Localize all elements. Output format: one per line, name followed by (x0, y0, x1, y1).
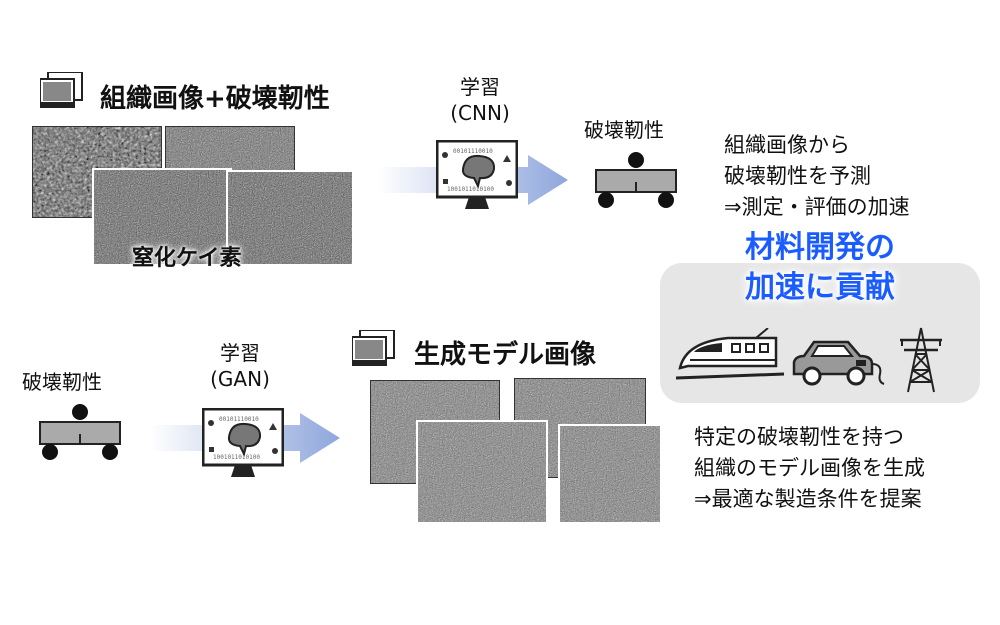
callout-line1: 材料開発の (745, 230, 895, 265)
computer-brain-icon (202, 408, 284, 479)
toughness-test-icon (595, 152, 677, 209)
bottom-input-label: 破壊靭性 (22, 370, 102, 394)
top-desc-line1: 組織画像から (724, 133, 850, 157)
bottom-heading: 生成モデル画像 (414, 340, 597, 370)
train-icon (676, 328, 785, 380)
top-description: 組織画像から 破壊靭性を予測 ⇒測定・評価の加速 (724, 130, 910, 223)
cnn-learn-label: 学習 (CNN) (440, 74, 520, 126)
callout-line2: 加速に貢献 (745, 270, 895, 305)
car-icon (792, 340, 885, 386)
gan-learn-label: 学習 (GAN) (200, 340, 280, 392)
power-tower-icon (900, 327, 942, 393)
bottom-desc-line3: ⇒最適な製造条件を提案 (694, 487, 922, 511)
top-desc-line2: 破壊靭性を予測 (724, 164, 871, 188)
computer-brain-icon (436, 140, 518, 211)
bottom-description: 特定の破壊靭性を持つ 組織のモデル画像を生成 ⇒最適な製造条件を提案 (694, 422, 925, 515)
callout-title: 材料開発の 加速に貢献 (662, 228, 978, 308)
toughness-test-icon (39, 404, 121, 461)
generated-image-4 (558, 424, 662, 524)
top-desc-line3: ⇒測定・評価の加速 (724, 195, 910, 219)
micrograph-4 (226, 170, 354, 266)
micrograph-3 (92, 168, 232, 266)
gan-learn-line2: (GAN) (210, 367, 270, 391)
micrograph-label: 窒化ケイ素 (132, 246, 242, 271)
bottom-desc-line1: 特定の破壊靭性を持つ (694, 425, 904, 449)
top-heading: 組織画像+破壊靭性 (100, 84, 330, 114)
image-stack-icon (352, 330, 395, 366)
generated-image-3 (416, 420, 548, 524)
top-output-label: 破壊靭性 (584, 118, 664, 142)
bottom-desc-line2: 組織のモデル画像を生成 (694, 456, 925, 480)
cnn-learn-line1: 学習 (460, 75, 500, 99)
cnn-learn-line2: (CNN) (450, 101, 510, 125)
gan-learn-line1: 学習 (220, 341, 260, 365)
image-stack-icon (40, 72, 83, 108)
